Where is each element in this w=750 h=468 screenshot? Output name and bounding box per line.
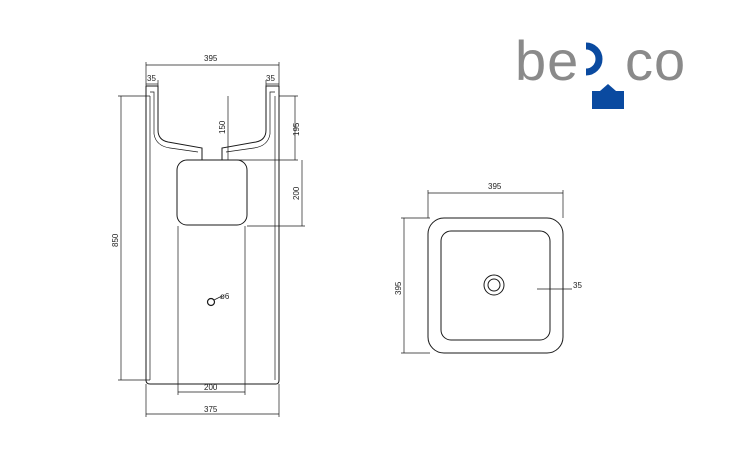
drain-leader [213,295,223,301]
bowl-section [146,85,279,161]
dim-top-width: 395 [204,54,218,63]
drain-outer-icon [483,274,505,296]
pedestal-outline [145,86,280,385]
dim-wall-right: 35 [266,74,275,83]
drain-inner-icon [487,278,501,292]
logo-blue-arrow [600,84,616,91]
drain-hole-icon [206,297,216,307]
logo-arc-mark [585,42,603,76]
dim-top-view-width: 395 [488,182,502,191]
dim-upper-height: 195 [292,122,301,136]
dim-bottom-opening: 200 [204,383,218,392]
dim-bowl-depth: 150 [218,120,227,134]
bowl-inner-right [225,91,275,153]
basin-inner [440,230,551,341]
basin-outer [427,217,564,354]
logo-blue-base [592,91,624,109]
dim-top-view-depth: 395 [394,281,403,295]
back-cutout [176,159,248,226]
top-view: 395 395 35 [394,182,582,354]
logo-text-left: be [515,29,579,92]
dim-wall-left: 35 [147,74,156,83]
bowl-inner-left [150,91,199,153]
dim-top-view-wall: 35 [573,281,582,290]
dim-drain-hole: ø6 [220,292,230,301]
logo-text-right: co [625,29,686,92]
bottom-opening-lines [177,226,246,384]
side-view: ø6 395 35 35 150 195 200 850 200 [111,54,305,417]
dim-base-width: 375 [204,405,218,414]
dim-cutout-height: 200 [292,186,301,200]
besco-logo: be co [515,29,686,109]
dim-total-height: 850 [111,233,120,247]
